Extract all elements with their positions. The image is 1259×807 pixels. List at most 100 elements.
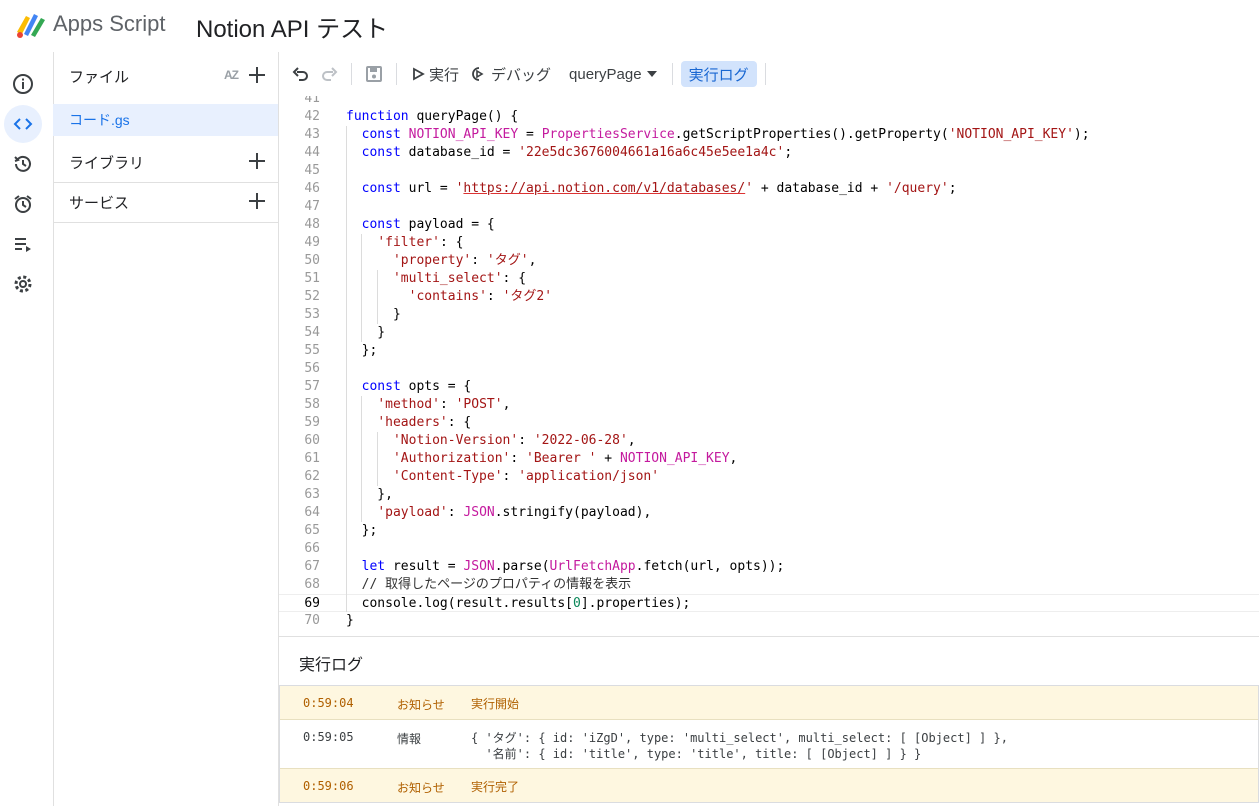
- sort-az-icon[interactable]: AZ: [224, 68, 239, 82]
- files-label: ファイル: [69, 68, 130, 86]
- triggers-button[interactable]: [4, 185, 42, 223]
- code-line[interactable]: 61 'Authorization': 'Bearer ' + NOTION_A…: [279, 450, 1259, 468]
- code-line[interactable]: 49 'filter': {: [279, 234, 1259, 252]
- line-number: 43: [304, 127, 320, 142]
- line-number: 57: [304, 379, 320, 394]
- code-line[interactable]: 63 },: [279, 486, 1259, 504]
- code-text: const payload = {: [361, 217, 495, 232]
- line-number: 67: [304, 559, 320, 574]
- function-select[interactable]: queryPage: [563, 60, 664, 88]
- code-line[interactable]: 68 // 取得したページのプロパティの情報を表示: [279, 576, 1259, 594]
- line-number: 58: [304, 397, 320, 412]
- code-text: const url = 'https://api.notion.com/v1/d…: [361, 181, 957, 196]
- code-line[interactable]: 66: [279, 540, 1259, 558]
- log-level: お知らせ: [397, 781, 445, 795]
- code-text: const database_id = '22e5dc3676004661a16…: [361, 145, 793, 160]
- project-settings-button[interactable]: [4, 265, 42, 303]
- save-button[interactable]: [360, 60, 388, 88]
- code-line[interactable]: 60 'Notion-Version': '2022-06-28',: [279, 432, 1259, 450]
- code-line[interactable]: 54 }: [279, 324, 1259, 342]
- code-line[interactable]: 59 'headers': {: [279, 414, 1259, 432]
- code-text: 'Notion-Version': '2022-06-28',: [392, 433, 636, 448]
- code-line[interactable]: 57 const opts = {: [279, 378, 1259, 396]
- libraries-label: ライブラリ: [69, 154, 145, 172]
- log-message: 実行完了: [471, 780, 520, 794]
- toolbar-separator: [764, 63, 766, 85]
- add-library-icon[interactable]: [246, 150, 268, 172]
- code-line[interactable]: 58 'method': 'POST',: [279, 396, 1259, 414]
- history-icon: [14, 155, 31, 172]
- code-text: 'multi_select': {: [392, 271, 527, 286]
- log-row: 0:59:05 情報 { 'タグ': { id: 'iZgD', type: '…: [280, 719, 1258, 769]
- toolbar-separator: [671, 63, 673, 85]
- code-line[interactable]: 41: [279, 96, 1259, 108]
- code-line[interactable]: 65 };: [279, 522, 1259, 540]
- add-service-icon[interactable]: [246, 190, 268, 212]
- editor-button[interactable]: [4, 105, 42, 143]
- debug-label: デバッグ: [491, 66, 552, 84]
- log-time: 0:59:04: [303, 696, 354, 710]
- code-line[interactable]: 55 };: [279, 342, 1259, 360]
- code-line[interactable]: 47: [279, 198, 1259, 216]
- run-label: 実行: [429, 66, 460, 84]
- indent-guide: [361, 234, 362, 342]
- play-icon: [413, 67, 425, 81]
- top-bar: Apps Script Notion API テスト: [0, 0, 1259, 52]
- code-text: 'contains': 'タグ2': [408, 289, 553, 304]
- toolbar-separator: [351, 63, 352, 85]
- code-line[interactable]: 52 'contains': 'タグ2': [279, 288, 1259, 306]
- code-text: 'headers': {: [377, 415, 472, 430]
- add-file-icon[interactable]: [246, 64, 268, 86]
- code-line[interactable]: 53 }: [279, 306, 1259, 324]
- code-icon: [13, 118, 33, 130]
- indent-guide: [377, 432, 378, 486]
- overview-button[interactable]: [4, 65, 42, 103]
- code-line[interactable]: 67 let result = JSON.parse(UrlFetchApp.f…: [279, 558, 1259, 576]
- code-line[interactable]: 51 'multi_select': {: [279, 270, 1259, 288]
- code-line[interactable]: 70}: [279, 612, 1259, 630]
- code-line[interactable]: 45: [279, 162, 1259, 180]
- log-level: 情報: [397, 732, 422, 746]
- line-number: 52: [304, 289, 320, 304]
- line-number: 55: [304, 343, 320, 358]
- code-line[interactable]: 56: [279, 360, 1259, 378]
- app-name[interactable]: Apps Script: [53, 11, 166, 36]
- project-title[interactable]: Notion API テスト: [196, 16, 389, 43]
- code-text: 'Content-Type': 'application/json': [392, 469, 660, 484]
- code-line[interactable]: 62 'Content-Type': 'application/json': [279, 468, 1259, 486]
- log-time: 0:59:06: [303, 779, 354, 793]
- run-button[interactable]: 実行: [405, 60, 465, 88]
- function-name: queryPage: [569, 65, 642, 83]
- save-icon: [366, 66, 382, 82]
- log-message: 実行開始: [471, 697, 520, 711]
- file-item-code-gs[interactable]: コード.gs: [53, 104, 278, 136]
- files-header: ファイル AZ: [53, 56, 278, 96]
- code-line[interactable]: 64 'payload': JSON.stringify(payload),: [279, 504, 1259, 522]
- executions-button[interactable]: [4, 225, 42, 263]
- execution-log-button[interactable]: 実行ログ: [680, 61, 757, 87]
- code-line[interactable]: 50 'property': 'タグ',: [279, 252, 1259, 270]
- divider: [53, 182, 278, 183]
- triggers-history-button[interactable]: [4, 145, 42, 183]
- code-line[interactable]: 43 const NOTION_API_KEY = PropertiesServ…: [279, 126, 1259, 144]
- line-number: 65: [304, 523, 320, 538]
- indent-guide: [346, 126, 347, 612]
- code-line[interactable]: 46 const url = 'https://api.notion.com/v…: [279, 180, 1259, 198]
- line-number: 49: [304, 235, 320, 250]
- undo-button[interactable]: [287, 60, 315, 88]
- line-number: 70: [304, 613, 320, 628]
- apps-script-logo[interactable]: [14, 10, 48, 38]
- redo-button[interactable]: [315, 60, 343, 88]
- code-line[interactable]: 69 console.log(result.results[0].propert…: [279, 594, 1259, 612]
- debug-button[interactable]: デバッグ: [465, 60, 557, 88]
- line-number: 69: [304, 596, 320, 611]
- code-text: 'filter': {: [377, 235, 464, 250]
- code-line[interactable]: 48 const payload = {: [279, 216, 1259, 234]
- code-text: let result = JSON.parse(UrlFetchApp.fetc…: [361, 559, 785, 574]
- line-number: 44: [304, 145, 320, 160]
- redo-icon: [322, 67, 338, 81]
- code-line[interactable]: 44 const database_id = '22e5dc3676004661…: [279, 144, 1259, 162]
- line-number: 59: [304, 415, 320, 430]
